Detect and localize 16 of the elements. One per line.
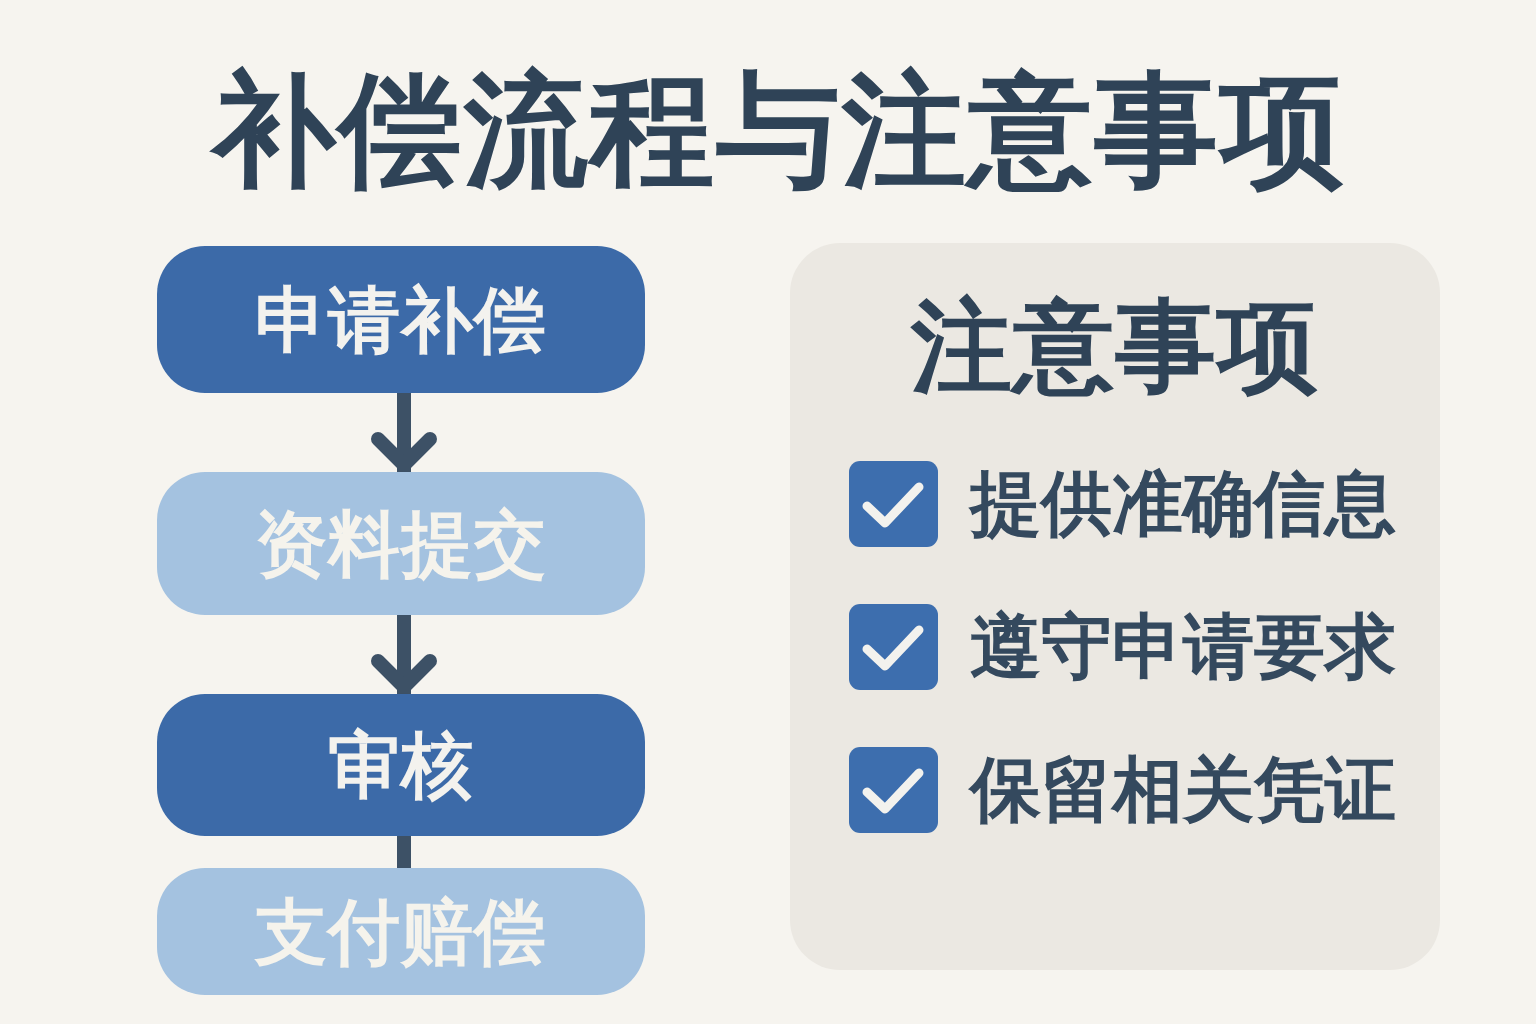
- process-box: [157, 868, 645, 995]
- connector-line: [397, 836, 411, 868]
- arrow: [371, 393, 437, 472]
- checklist-item: 保留相关凭证: [970, 750, 1396, 830]
- step-label: 支付赔偿: [255, 891, 547, 972]
- arrow: [371, 615, 437, 694]
- step-label: 申请补偿: [255, 279, 547, 360]
- step-label: 资料提交: [255, 503, 547, 584]
- checklist-item: 提供准确信息: [970, 464, 1396, 544]
- process-box: [157, 694, 645, 836]
- process-box: [157, 246, 645, 393]
- process-box: [157, 472, 645, 615]
- checklist-item: 遵守申请要求: [970, 607, 1396, 687]
- step-label: 审核: [328, 725, 474, 805]
- panel-heading: 注意事项: [911, 291, 1319, 401]
- notes-panel: [790, 243, 1440, 970]
